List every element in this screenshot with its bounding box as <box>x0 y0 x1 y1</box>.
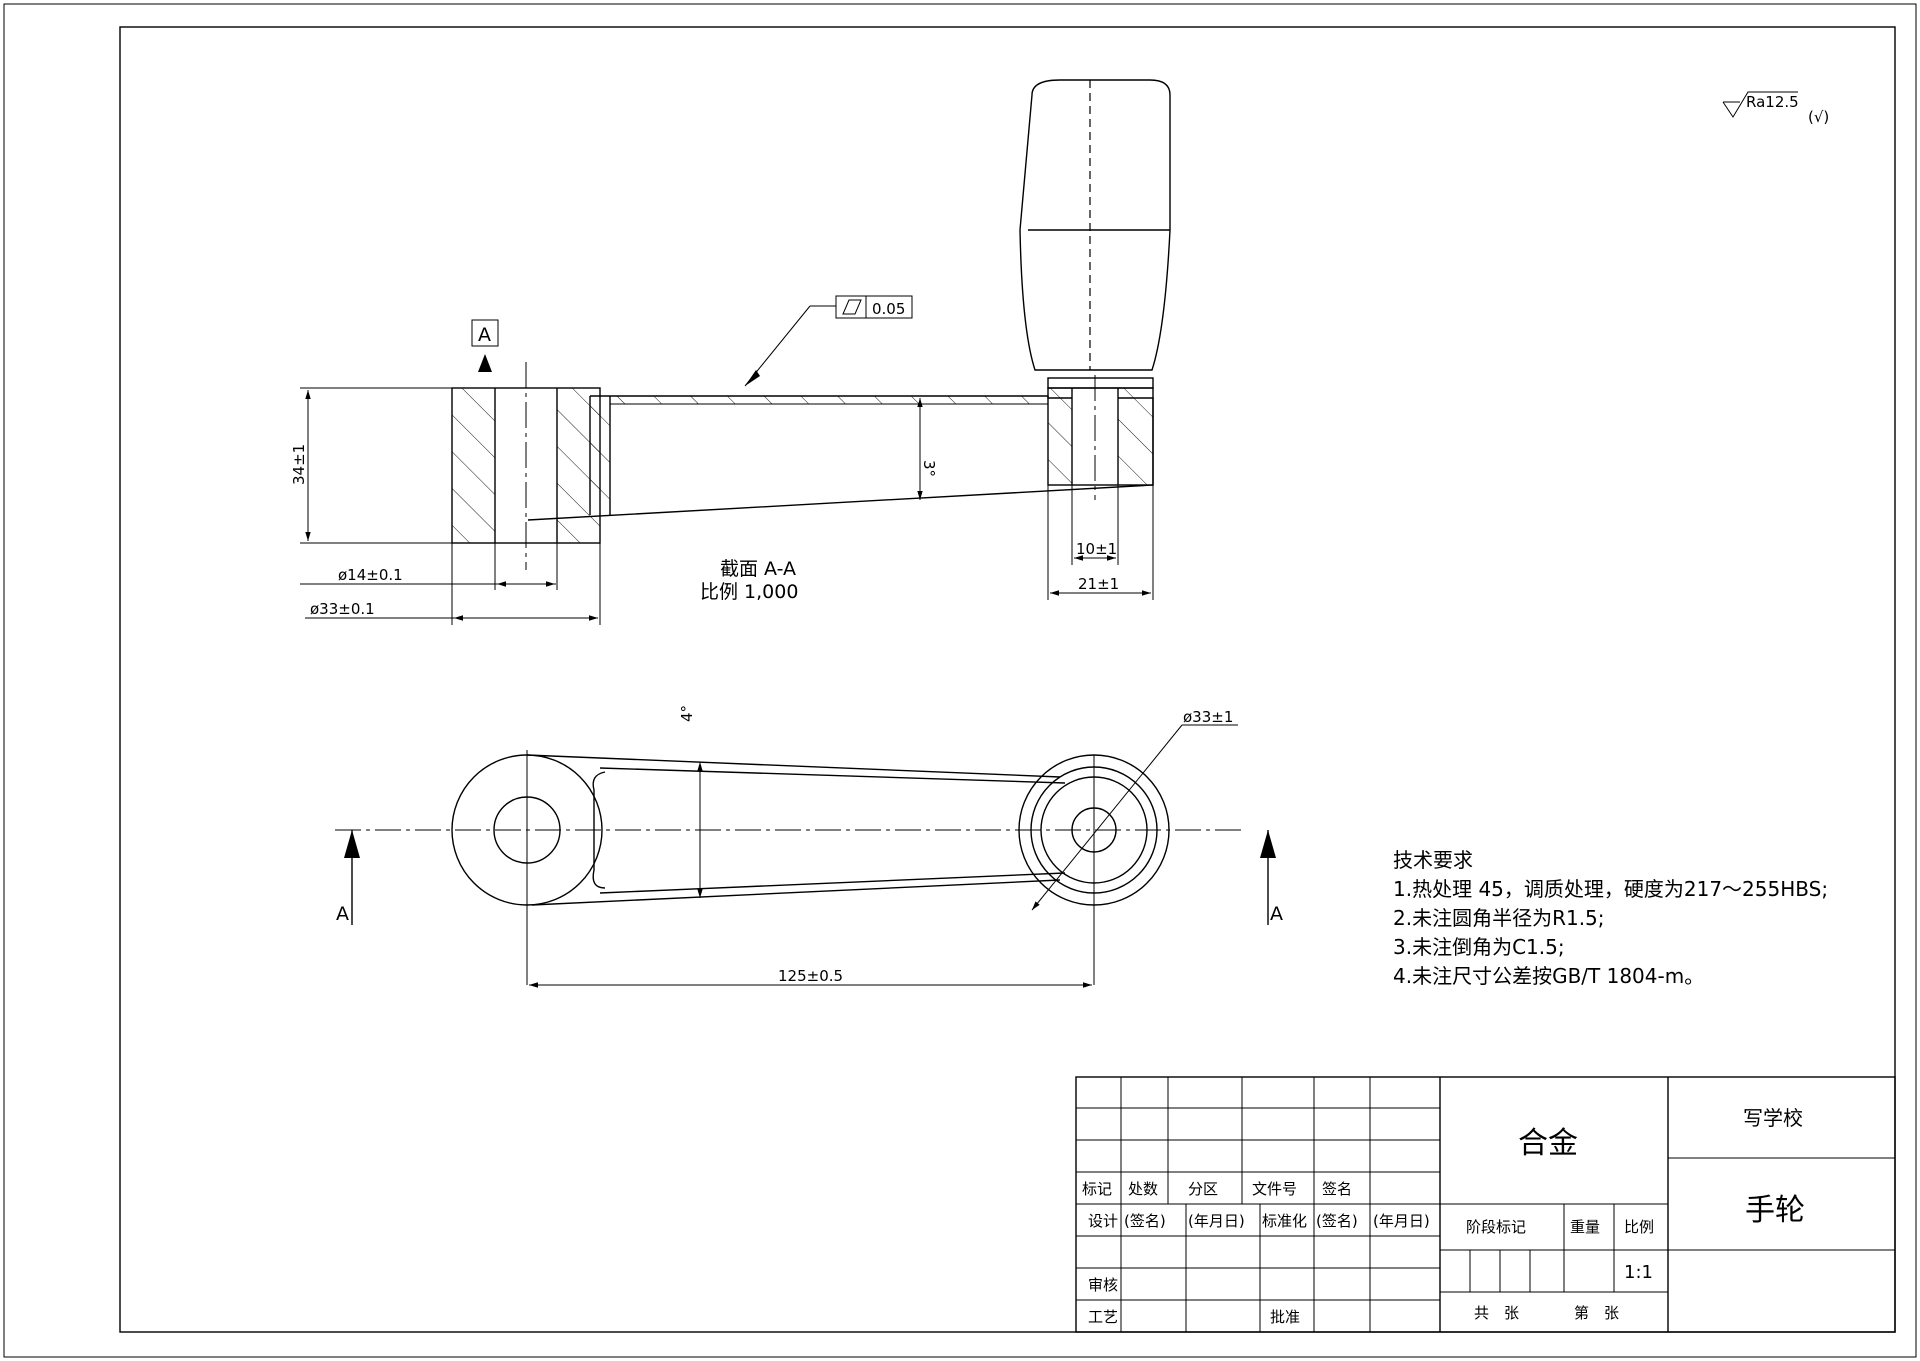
tb-school: 写学校 <box>1743 1106 1803 1130</box>
cut-label-right: A <box>1270 903 1283 925</box>
section-marker-label: A <box>478 324 491 346</box>
section-title: 截面 A-A <box>720 558 796 580</box>
left-bore-circle <box>493 796 561 864</box>
tb-stage-mark: 阶段标记 <box>1466 1218 1526 1236</box>
right-boss-circle <box>1018 754 1170 906</box>
dim-angle-section: 3° <box>920 460 938 477</box>
dim-pin: 10±1 <box>1076 540 1117 558</box>
tb-scale-label: 比例 <box>1624 1218 1654 1236</box>
tb-header: 标记 <box>1082 1180 1112 1198</box>
roughness-value: Ra12.5 <box>1746 93 1799 111</box>
dim-hub: 21±1 <box>1078 575 1119 593</box>
tb-sheet-total: 共 张 <box>1474 1304 1519 1322</box>
tb-design: 标准化 <box>1262 1212 1307 1230</box>
tolerance-value: 0.05 <box>872 300 905 318</box>
dim-height: 34±1 <box>290 444 308 485</box>
tb-sheet-no: 第 张 <box>1574 1304 1619 1322</box>
tb-design: (签名) <box>1316 1212 1358 1230</box>
tb-header: 文件号 <box>1252 1180 1297 1198</box>
tb-scale-value: 1:1 <box>1624 1262 1653 1283</box>
tech-item: 2.未注圆角半径为R1.5; <box>1393 906 1605 930</box>
dim-angle-top: 4° <box>678 705 696 722</box>
tech-requirements: 技术要求 1.热处理 45，调质处理，硬度为217～255HBS; 2.未注圆角… <box>1393 848 1828 988</box>
title-block: 标记 处数 分区 文件号 签名 设计 (签名) (年月日) 标准化 (签名) (… <box>1075 1076 1896 1333</box>
tb-header: 处数 <box>1128 1180 1158 1198</box>
tech-item: 1.热处理 45，调质处理，硬度为217～255HBS; <box>1393 877 1828 901</box>
section-marker-box <box>471 319 499 347</box>
tb-design: 设计 <box>1088 1212 1118 1230</box>
tb-design: (签名) <box>1124 1212 1166 1230</box>
flatness-icon <box>842 299 862 315</box>
tb-design: (年月日) <box>1373 1212 1430 1230</box>
tb-header: 签名 <box>1322 1180 1352 1198</box>
tb-weight: 重量 <box>1570 1218 1600 1236</box>
dim-boss-dia: ø33±1 <box>1183 708 1233 726</box>
cut-label-left: A <box>336 903 349 925</box>
tb-part-name: 手轮 <box>1745 1193 1805 1228</box>
handle-grip <box>1019 79 1171 371</box>
dim-boss: ø33±0.1 <box>310 600 375 618</box>
tech-item: 4.未注尺寸公差按GB/T 1804-m。 <box>1393 964 1704 988</box>
dim-bore: ø14±0.1 <box>338 566 403 584</box>
outer-border <box>3 3 1917 1358</box>
roughness-symbol: Ra12.5 (√) <box>1722 91 1829 126</box>
section-view: A 0.05 34±1 ø14±0.1 ø33±0.1 3° <box>290 79 1171 625</box>
inner-border <box>119 26 1896 1333</box>
roughness-other: (√) <box>1808 108 1829 126</box>
tb-header: 分区 <box>1188 1180 1218 1198</box>
arm-outline <box>526 754 1061 778</box>
tech-title: 技术要求 <box>1393 848 1473 872</box>
tb-material: 合金 <box>1518 1126 1578 1161</box>
tb-design: (年月日) <box>1188 1212 1245 1230</box>
top-view: 4° ø33±1 125±0.5 A A <box>335 705 1283 988</box>
tb-approve: 批准 <box>1270 1308 1300 1326</box>
dim-center-distance: 125±0.5 <box>778 967 843 985</box>
tb-process: 工艺 <box>1088 1308 1118 1326</box>
tb-review: 审核 <box>1088 1276 1118 1294</box>
tolerance-frame: 0.05 <box>744 295 913 387</box>
right-pin-circle <box>1071 807 1117 853</box>
section-scale: 比例 1,000 <box>700 581 798 603</box>
tech-item: 3.未注倒角为C1.5; <box>1393 935 1565 959</box>
